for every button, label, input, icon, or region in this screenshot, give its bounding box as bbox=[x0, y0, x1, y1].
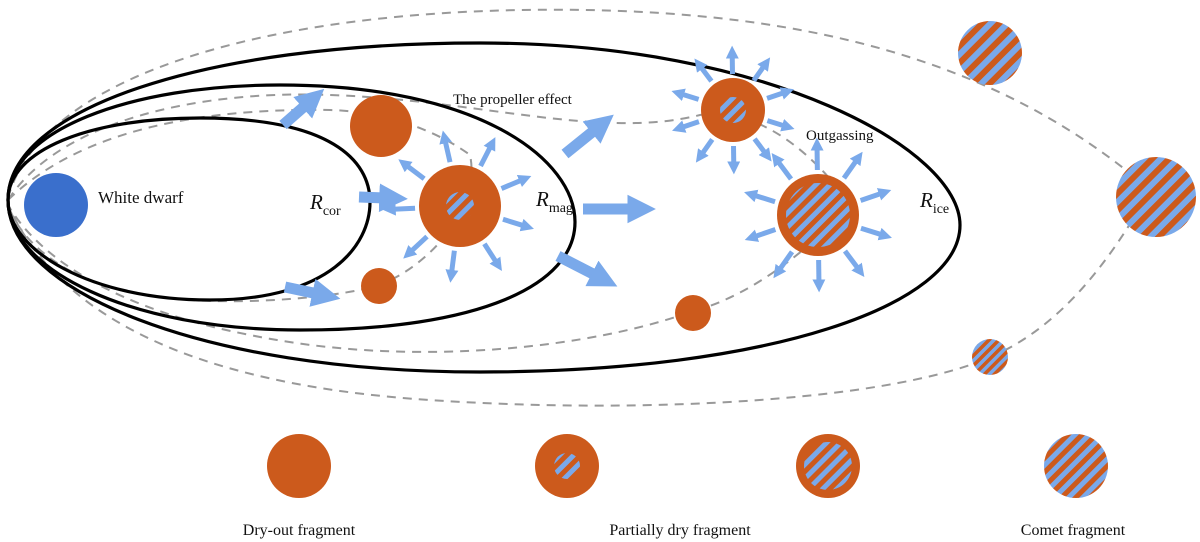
ice-core bbox=[720, 97, 746, 123]
orbit-outer bbox=[7, 8, 1152, 407]
legend-comet-label: Comet fragment bbox=[1021, 522, 1126, 539]
comet-fragment-right bbox=[1116, 157, 1196, 237]
outgas-arrow-icon bbox=[694, 58, 714, 83]
outgas-arrow-icon bbox=[500, 175, 532, 191]
orbit-inner bbox=[7, 108, 473, 303]
outgas-arrow-icon bbox=[382, 202, 416, 216]
outgas-arrow-icon bbox=[671, 88, 700, 102]
outgas-arrow-icon bbox=[744, 189, 776, 205]
ice-core bbox=[446, 192, 474, 220]
outgas-arrow-icon bbox=[482, 242, 502, 272]
outgassing-fragment-upper bbox=[671, 45, 795, 175]
arrow-icon bbox=[279, 88, 325, 130]
r-mag-boundary bbox=[6, 83, 577, 332]
propeller-fragment bbox=[382, 130, 534, 283]
outgas-arrow-icon bbox=[841, 151, 863, 180]
legend-dry-icon bbox=[267, 434, 331, 498]
outgas-arrow-icon bbox=[752, 137, 772, 162]
white-dwarf-label: White dwarf bbox=[98, 188, 184, 207]
comet-fragment-top bbox=[958, 21, 1022, 85]
propeller-effect-label: The propeller effect bbox=[453, 92, 573, 108]
legend-partial-label: Partially dry fragment bbox=[609, 522, 751, 539]
dry-fragment-ice-zone bbox=[675, 295, 711, 331]
dry-fragment-small bbox=[361, 268, 397, 304]
legend-dry-label: Dry-out fragment bbox=[243, 522, 356, 539]
outgas-arrow-icon bbox=[859, 188, 892, 203]
comet-fragment-small bbox=[972, 339, 1008, 375]
arrow-icon bbox=[283, 278, 341, 307]
outgas-arrow-icon bbox=[744, 227, 777, 242]
outgas-arrow-icon bbox=[439, 130, 453, 163]
dry-fragment-top bbox=[350, 95, 412, 157]
outgas-arrow-icon bbox=[478, 137, 496, 168]
outgas-arrow-icon bbox=[751, 57, 771, 83]
legend-partial-large-icon bbox=[796, 434, 860, 498]
outgas-arrow-icon bbox=[445, 250, 459, 283]
legend-partial-small-icon bbox=[535, 434, 599, 498]
outgas-arrow-icon bbox=[766, 118, 795, 132]
outgas-arrow-icon bbox=[502, 216, 534, 232]
outgas-arrow-icon bbox=[672, 119, 700, 133]
legend: Dry-out fragment Partially dry fragment … bbox=[243, 434, 1126, 539]
white-dwarf bbox=[24, 173, 88, 237]
outgassing-fragments bbox=[382, 45, 892, 293]
outgas-arrow-icon bbox=[695, 137, 715, 163]
outgassing-fragment-lower bbox=[744, 137, 892, 293]
outgas-arrow-icon bbox=[860, 225, 892, 241]
r-mag-label: Rmag bbox=[535, 187, 573, 216]
legend-comet-icon bbox=[1044, 434, 1108, 498]
arrow-icon bbox=[358, 183, 408, 213]
propeller-arrows bbox=[279, 88, 656, 307]
outgas-arrow-icon bbox=[771, 153, 794, 181]
r-ice-boundary bbox=[6, 41, 962, 374]
outgassing-label: Outgassing bbox=[806, 128, 874, 144]
outgas-arrow-icon bbox=[842, 249, 865, 277]
arrow-icon bbox=[561, 114, 614, 159]
outgas-arrow-icon bbox=[403, 234, 429, 259]
outgas-arrow-icon bbox=[773, 250, 795, 279]
r-ice-label: Rice bbox=[919, 188, 949, 217]
ice-core bbox=[786, 183, 850, 247]
r-cor-label: Rcor bbox=[309, 190, 341, 219]
outgas-arrow-icon bbox=[398, 159, 426, 181]
outgas-arrow-icon bbox=[766, 87, 794, 101]
arrow-icon bbox=[555, 251, 618, 287]
